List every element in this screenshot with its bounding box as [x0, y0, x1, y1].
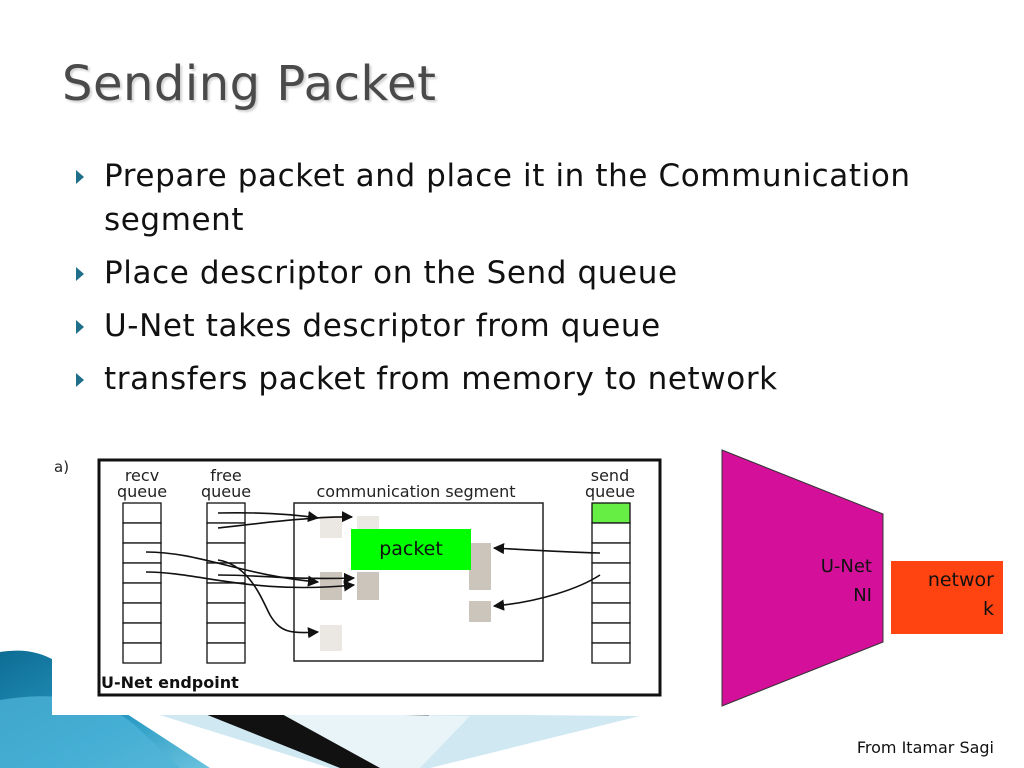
- send-queue: [591, 502, 631, 664]
- send-queue-label-2: queue: [585, 482, 635, 501]
- bullet-text: Prepare packet and place it in the Commu…: [104, 158, 911, 238]
- recv-queue: [122, 502, 162, 664]
- arrow-recv-to-buffer: [145, 571, 356, 592]
- buffer-block: [469, 543, 491, 590]
- free-queue-label-1: free: [210, 466, 242, 485]
- free-queue-label-2: queue: [201, 482, 251, 501]
- wave-white-strip: [280, 713, 470, 768]
- comm-segment-label: communication segment: [317, 482, 516, 501]
- bullet-item: U-Net takes descriptor from queue: [74, 304, 954, 348]
- buffer-block: [469, 601, 491, 622]
- network-box: [891, 561, 1003, 634]
- bullet-text: Place descriptor on the Send queue: [104, 255, 678, 291]
- queue-slot: [122, 582, 162, 604]
- slide-title: Sending Packet: [62, 56, 437, 112]
- arrow-recv-to-buffer: [145, 551, 320, 587]
- arrow-send-to-buffer: [492, 574, 601, 611]
- triangle-right-icon: [76, 373, 84, 387]
- buffer-block: [357, 572, 379, 600]
- network-label-1: networ: [928, 569, 994, 591]
- bullet-item: transfers packet from memory to network: [74, 357, 954, 401]
- queue-slot: [122, 642, 162, 664]
- recv-queue-label-2: queue: [117, 482, 167, 501]
- bullet-text: transfers packet from memory to network: [104, 361, 778, 397]
- triangle-right-icon: [76, 170, 84, 184]
- queue-slot: [591, 582, 631, 604]
- ni-label-1: U-Net: [821, 556, 872, 577]
- packet-label: packet: [379, 538, 443, 560]
- wave-teal-light: [0, 696, 180, 768]
- queue-slot: [591, 522, 631, 544]
- panel-label: a): [54, 458, 69, 476]
- comm-segment-box: [293, 502, 544, 662]
- source-credit: From Itamar Sagi: [856, 738, 994, 757]
- queue-slot: [206, 622, 246, 644]
- arrow-free-to-buffer: [217, 511, 320, 523]
- ni-label-2: NI: [853, 585, 872, 606]
- queue-slot: [591, 502, 631, 524]
- arrow-free-to-buffer: [217, 559, 320, 639]
- arrow-free-to-buffer: [217, 572, 356, 584]
- queue-slot: [591, 642, 631, 664]
- queue-slot: [591, 602, 631, 624]
- endpoint-box: [97, 458, 662, 697]
- queue-slot: [591, 562, 631, 584]
- send-queue-label-1: send: [591, 466, 629, 485]
- triangle-right-icon: [76, 267, 84, 281]
- unet-ni-shape: [721, 449, 884, 707]
- queue-slot: [206, 642, 246, 664]
- triangle-right-icon: [76, 320, 84, 334]
- bullet-item: Prepare packet and place it in the Commu…: [74, 154, 954, 242]
- queue-slot: [122, 622, 162, 644]
- queue-slot: [122, 602, 162, 624]
- recv-queue-label-1: recv: [125, 466, 159, 485]
- packet-box: [351, 529, 471, 570]
- bullet-text: U-Net takes descriptor from queue: [104, 308, 661, 344]
- queue-slot: [206, 582, 246, 604]
- queue-slot: [206, 542, 246, 564]
- queue-slot: [206, 602, 246, 624]
- bullet-item: Place descriptor on the Send queue: [74, 251, 954, 295]
- endpoint-label: U-Net endpoint: [101, 673, 239, 692]
- buffer-block: [320, 516, 342, 538]
- bullet-list: Prepare packet and place it in the Commu…: [74, 154, 954, 410]
- network-label-2: k: [983, 598, 994, 620]
- queue-slot: [591, 622, 631, 644]
- arrow-send-to-buffer: [492, 542, 601, 555]
- buffer-block: [320, 625, 342, 651]
- queue-slot: [122, 522, 162, 544]
- queue-slot: [122, 502, 162, 524]
- arrow-free-to-buffer: [217, 511, 354, 529]
